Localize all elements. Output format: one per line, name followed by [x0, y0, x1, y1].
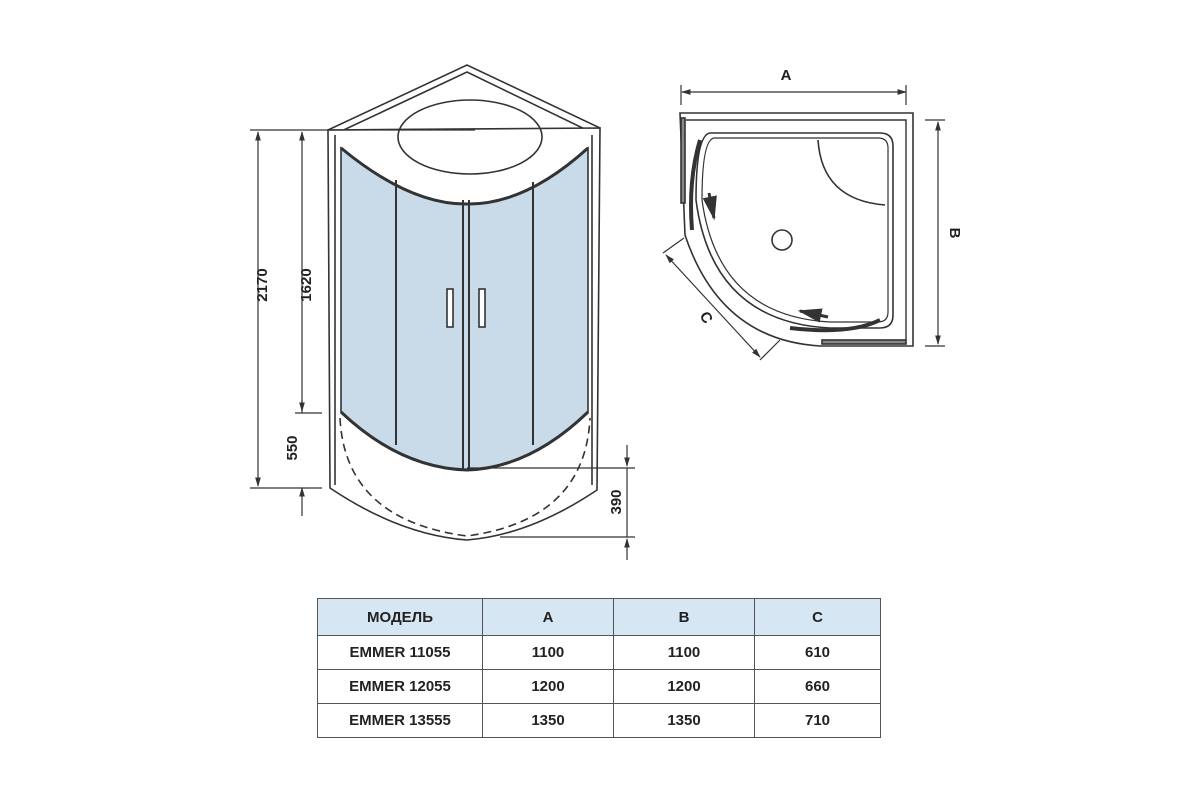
header-c: C	[754, 598, 881, 636]
door-handle-icon	[478, 288, 486, 328]
cell-model: EMMER 12055	[317, 669, 483, 704]
label-390: 390	[608, 489, 625, 514]
drain-icon	[771, 229, 793, 251]
label-1620: 1620	[298, 268, 315, 301]
model-dimensions-table: МОДЕЛЬ A B C EMMER 11055 1100 1100 610 E…	[317, 598, 881, 738]
cell-model: EMMER 13555	[317, 703, 483, 738]
cell-b: 1200	[613, 669, 755, 704]
cell-a: 1100	[482, 635, 614, 670]
table-row: EMMER 12055 1200 1200 660	[317, 669, 881, 704]
label-2170: 2170	[254, 268, 271, 301]
header-model: МОДЕЛЬ	[317, 598, 483, 636]
cell-a: 1350	[482, 703, 614, 738]
roof-oval	[397, 99, 543, 175]
table-row: EMMER 13555 1350 1350 710	[317, 703, 881, 738]
cell-b: 1350	[613, 703, 755, 738]
table-header-row: МОДЕЛЬ A B C	[317, 598, 881, 636]
label-c: C	[696, 309, 716, 327]
dim-c	[665, 254, 761, 358]
door-slide-arrow-icon	[797, 308, 829, 323]
table-row: EMMER 11055 1100 1100 610	[317, 635, 881, 670]
plan-outer-frame	[679, 112, 914, 347]
cell-b: 1100	[613, 635, 755, 670]
cell-c: 610	[754, 635, 881, 670]
front-view	[250, 64, 635, 560]
label-b: B	[946, 228, 963, 239]
cell-a: 1200	[482, 669, 614, 704]
door-slide-arrow-icon	[702, 192, 717, 221]
plan-tray	[695, 132, 894, 329]
plan-view	[662, 85, 945, 361]
label-550: 550	[284, 435, 301, 460]
cell-c: 660	[754, 669, 881, 704]
cell-model: EMMER 11055	[317, 635, 483, 670]
label-a: A	[781, 67, 792, 84]
cell-c: 710	[754, 703, 881, 738]
door-handle-icon	[446, 288, 454, 328]
header-b: B	[613, 598, 755, 636]
header-a: A	[482, 598, 614, 636]
tray-dashed-outline	[339, 417, 591, 537]
seat-arc	[817, 139, 886, 206]
